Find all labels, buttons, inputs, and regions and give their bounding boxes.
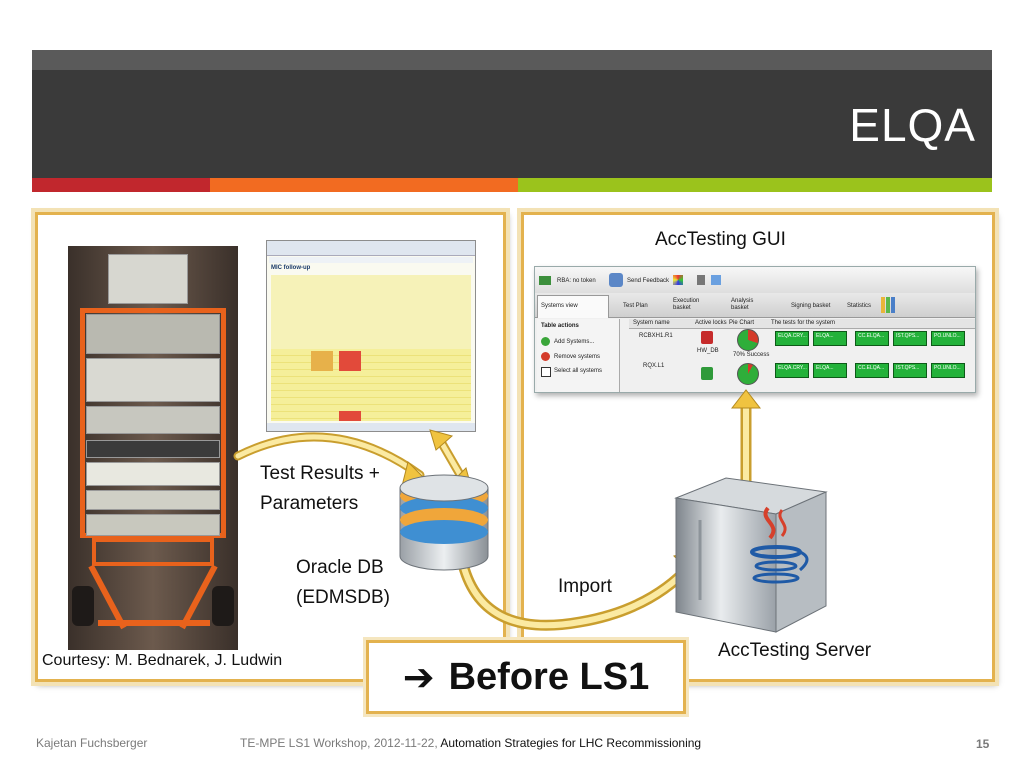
test-tile-r1-3[interactable]: CC.ELQA... (855, 331, 889, 346)
table-actions-header: Table actions (541, 323, 579, 329)
tab-statistics[interactable]: Statistics (847, 303, 872, 309)
add-systems-button[interactable]: Add Systems... (554, 339, 595, 345)
remove-systems-button[interactable]: Remove systems (554, 354, 601, 360)
page-number: 15 (976, 737, 990, 751)
test-tile-r1-4[interactable]: IST.QPS... (893, 331, 927, 346)
lock-label: HW_DB (697, 348, 719, 354)
test-tile-r2-4[interactable]: IST.QPS... (893, 363, 927, 378)
courtesy-label: Courtesy: M. Bednarek, J. Ludwin (42, 652, 283, 669)
lock-icon (701, 331, 713, 344)
tab-analysis-basket[interactable]: Analysis basket (731, 298, 754, 311)
system-name-1: RCBXH1.R1 (639, 333, 673, 339)
footer-event: TE-MPE LS1 Workshop, 2012-11-22, Automat… (240, 736, 701, 750)
col-system-name: System name (633, 320, 670, 326)
acctesting-server-label: AccTesting Server (718, 640, 872, 661)
accent-red (32, 178, 210, 192)
system-name-2: RQX.L1 (643, 363, 665, 369)
color-palette-icon (673, 275, 683, 285)
test-tile-r1-1[interactable]: ELQA.CRY... (775, 331, 809, 346)
tab-test-plan[interactable]: Test Plan (623, 303, 648, 309)
test-tile-r2-2[interactable]: ELQA... (813, 363, 847, 378)
col-tests: The tests for the system (771, 320, 836, 326)
before-ls1-text: Before LS1 (448, 655, 650, 698)
pie-success-label: 70% Success (733, 352, 770, 358)
unlock-icon (701, 367, 713, 380)
settings-icon (711, 275, 721, 285)
slide-title: ELQA (849, 99, 976, 151)
header-top-band (32, 50, 992, 70)
accent-bar (32, 178, 992, 192)
before-ls1-banner: ➔ Before LS1 (366, 640, 686, 714)
accent-orange (210, 178, 518, 192)
acctesting-gui-screenshot: RBA: no token Send Feedback Systems view… (534, 266, 976, 393)
footer-event-text: TE-MPE LS1 Workshop, 2012-11-22, (240, 736, 441, 750)
test-tile-r2-1[interactable]: ELQA.CRY... (775, 363, 809, 378)
col-active-locks: Active locks (695, 320, 727, 326)
tab-systems-view-label: Systems view (541, 303, 578, 309)
mtf-screenshot-thumbnail: MIC follow-up (266, 240, 476, 432)
slide-header: ELQA (32, 50, 992, 178)
test-results-label-line1: Test Results + (260, 463, 380, 484)
test-tile-r1-2[interactable]: ELQA... (813, 331, 847, 346)
pie-chart-1 (737, 329, 759, 351)
tab-systems-view[interactable] (537, 295, 609, 318)
oracle-db-label-line2: (EDMSDB) (296, 587, 390, 608)
thumbnail-heading: MIC follow-up (271, 265, 311, 271)
right-arrow-icon: ➔ (402, 656, 435, 699)
pie-chart-2 (737, 363, 759, 385)
remove-systems-icon (541, 352, 550, 361)
feedback-icon (609, 273, 623, 287)
statistics-chart-icon (881, 297, 895, 313)
send-feedback-button[interactable]: Send Feedback (627, 278, 670, 284)
test-tile-r2-3[interactable]: CC.ELQA... (855, 363, 889, 378)
tab-execution-basket[interactable]: Execution basket (673, 298, 700, 311)
footer-author: Kajetan Fuchsberger (36, 736, 148, 750)
accent-green (518, 178, 992, 192)
import-label: Import (558, 576, 612, 597)
test-tile-r1-5[interactable]: PO.UNLO... (931, 331, 965, 346)
col-pie-chart: Pie Chart (729, 320, 755, 326)
tab-signing-basket[interactable]: Signing basket (791, 303, 831, 309)
test-results-label-line2: Parameters (260, 493, 359, 514)
footer-talk-title: Automation Strategies for LHC Recommissi… (440, 736, 702, 750)
rba-label: RBA: no token (557, 278, 596, 284)
gui-title: AccTesting GUI (655, 229, 786, 250)
trash-icon (697, 275, 705, 285)
add-systems-icon (541, 337, 550, 346)
select-all-systems-button[interactable]: Select all systems (554, 368, 603, 374)
select-all-checkbox-icon (541, 367, 551, 377)
oracle-db-label-line1: Oracle DB (296, 557, 384, 578)
measurement-rack-photo (68, 246, 238, 650)
test-tile-r2-5[interactable]: PO.UNLO... (931, 363, 965, 378)
